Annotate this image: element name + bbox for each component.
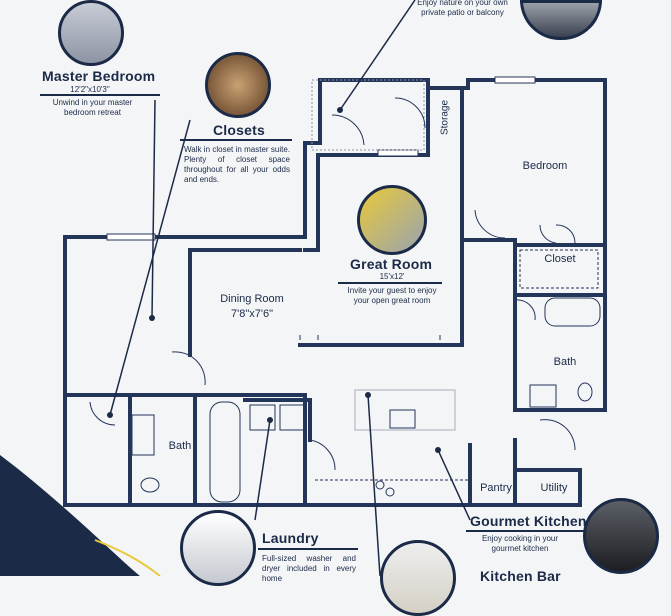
- closets-title: Closets: [213, 122, 265, 138]
- kitchen-photo: [583, 498, 659, 574]
- floor-plan: [0, 0, 607, 576]
- washer-photo: [180, 510, 256, 586]
- great-room-size: 15'x12': [379, 272, 405, 281]
- leader-dots: [107, 107, 441, 453]
- swoosh-accent: [94, 539, 161, 576]
- room-storage: Storage: [439, 99, 451, 136]
- laundry-title: Laundry: [262, 530, 319, 546]
- bar-photo: [380, 540, 456, 616]
- room-closet: Closet: [544, 253, 576, 265]
- room-dining-size: 7'8"x7'6": [231, 308, 273, 320]
- great-room-desc: Invite your guest to enjoy your open gre…: [347, 286, 437, 305]
- room-pantry: Pantry: [480, 482, 512, 494]
- great-room-rule: [338, 282, 442, 284]
- room-bedroom: Bedroom: [522, 160, 568, 172]
- leader-lines: [109, 0, 471, 576]
- laundry-desc: Full-sized washer and dryer included in …: [262, 554, 356, 583]
- closets-desc: Walk in closet in master suite. Plenty o…: [184, 145, 290, 184]
- closet-photo: [205, 52, 271, 118]
- walls: [63, 78, 607, 507]
- master-bedroom-size: 12'2"x10'3": [70, 85, 110, 94]
- gourmet-kitchen-title: Gourmet Kitchen: [470, 513, 587, 529]
- kitchen-bar-title: Kitchen Bar: [480, 568, 561, 584]
- laundry-rule: [258, 548, 358, 550]
- room-bath-left: Bath: [168, 440, 192, 452]
- gourmet-kitchen-desc: Enjoy cooking in your gourmet kitchen: [481, 534, 559, 553]
- fixtures: [89, 76, 601, 503]
- master-bedroom-desc: Unwind in your master bedroom retreat: [52, 98, 133, 117]
- room-dining: Dining Room: [220, 293, 284, 305]
- room-bath-right: Bath: [553, 356, 577, 368]
- closets-rule: [180, 139, 292, 141]
- corner-swoosh: [0, 455, 140, 576]
- master-bedroom-title: Master Bedroom: [42, 68, 156, 84]
- great-room-title: Great Room: [350, 256, 433, 272]
- bedroom-photo: [58, 0, 124, 66]
- living-room-photo: [357, 185, 427, 255]
- master-bedroom-rule: [40, 94, 160, 96]
- gourmet-kitchen-rule: [466, 530, 584, 532]
- room-utility: Utility: [540, 482, 568, 494]
- patio-desc: Enjoy nature on your own private patio o…: [417, 0, 508, 17]
